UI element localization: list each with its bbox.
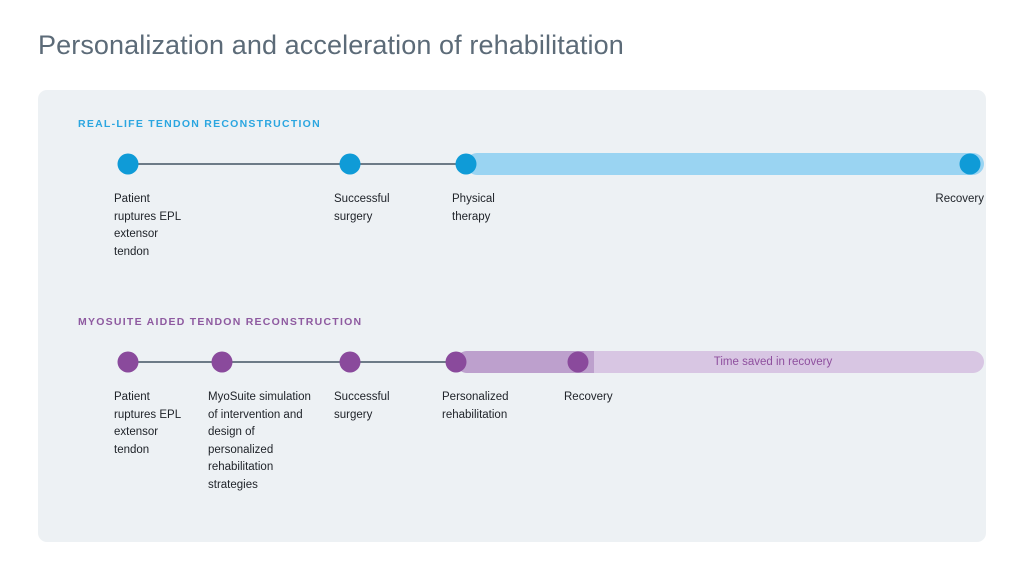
page-title: Personalization and acceleration of reha…: [38, 30, 624, 60]
timeline-node-successful-surgery[interactable]: [339, 351, 361, 373]
timeline-node-recovery[interactable]: [567, 351, 589, 373]
timeline-track-real-life: Patient ruptures EPL extensor tendon Suc…: [38, 153, 986, 258]
timeline-node-recovery[interactable]: [959, 153, 981, 175]
rehabilitation-duration-bar: [456, 351, 594, 373]
timeline-label-successful-surgery: Successful surgery: [334, 193, 390, 223]
infographic-card: REAL-LIFE TENDON RECONSTRUCTION Patient …: [38, 90, 986, 542]
timeline-connector-line: [128, 361, 456, 363]
timeline-label-successful-surgery: Successful surgery: [334, 391, 390, 421]
timeline-label-myosuite-simulation: MyoSuite simulation of intervention and …: [208, 391, 311, 491]
timeline-heading-myosuite-aided: MYOSUITE AIDED TENDON RECONSTRUCTION: [78, 316, 363, 328]
timeline-node-successful-surgery[interactable]: [339, 153, 361, 175]
timeline-node-physical-therapy[interactable]: [455, 153, 477, 175]
timeline-label-recovery: Recovery: [564, 391, 613, 403]
timeline-label-patient-rupture: Patient ruptures EPL extensor tendon: [114, 391, 181, 456]
timeline-heading-real-life: REAL-LIFE TENDON RECONSTRUCTION: [78, 118, 321, 130]
timeline-label-patient-rupture: Patient ruptures EPL extensor tendon: [114, 193, 181, 258]
time-saved-caption: Time saved in recovery: [713, 356, 833, 368]
timeline-node-patient-rupture[interactable]: [117, 153, 139, 175]
timeline-node-personalized-rehabilitation[interactable]: [445, 351, 467, 373]
timeline-label-personalized-rehabilitation: Personalized rehabilitation: [442, 391, 509, 421]
timeline-connector-line: [128, 163, 466, 165]
timeline-label-recovery: Recovery: [935, 193, 984, 205]
timeline-label-physical-therapy: Physical therapy: [452, 193, 495, 223]
timeline-track-myosuite-aided: Time saved in recovery Patient ruptures …: [38, 351, 986, 491]
timeline-node-patient-rupture[interactable]: [117, 351, 139, 373]
recovery-duration-bar: [466, 153, 984, 175]
timeline-node-myosuite-simulation[interactable]: [211, 351, 233, 373]
